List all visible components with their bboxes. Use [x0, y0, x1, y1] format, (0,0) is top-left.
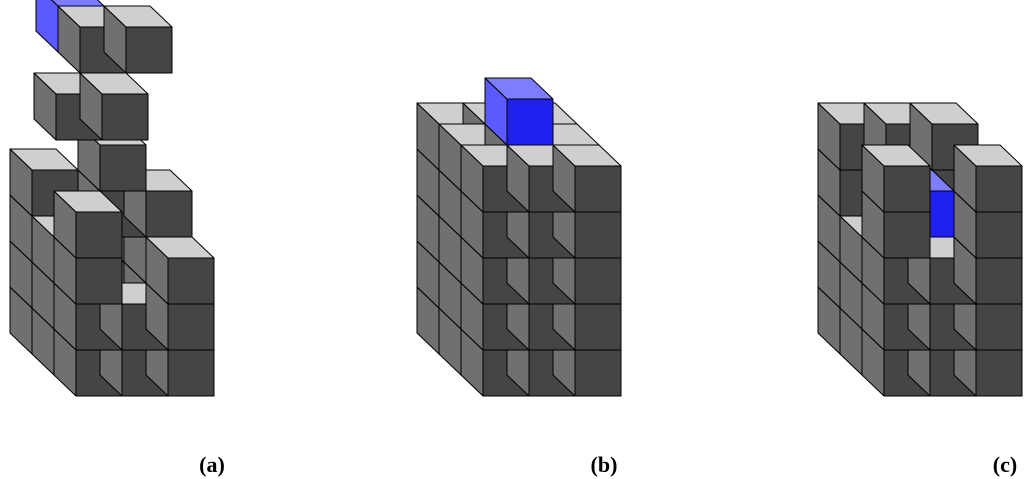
cube-front-face — [574, 211, 622, 259]
panel-c-cube-assembly — [817, 102, 1023, 397]
cube-front-face — [75, 211, 123, 259]
highlighted-cube — [484, 77, 554, 146]
cube-front-face — [101, 93, 149, 141]
cube — [53, 190, 123, 259]
cube-front-face — [883, 165, 931, 213]
cube-front-face — [883, 211, 931, 259]
cube-front-face — [574, 303, 622, 351]
panel-a-cube-assembly — [9, 0, 215, 397]
cube-front-face — [975, 165, 1023, 213]
cube-side-face — [35, 0, 59, 53]
cube-front-face — [975, 211, 1023, 259]
cube-front-face — [975, 303, 1023, 351]
cube-front-face — [506, 98, 554, 146]
cube — [145, 236, 215, 305]
cube — [79, 72, 149, 141]
cube-front-face — [167, 349, 215, 397]
cube-front-face — [167, 303, 215, 351]
cube-front-face — [975, 257, 1023, 305]
cube-front-face — [125, 26, 173, 74]
cube — [953, 144, 1023, 213]
cube-front-face — [99, 144, 147, 192]
cube-front-face — [75, 257, 123, 305]
cube-front-face — [574, 349, 622, 397]
cube-front-face — [145, 190, 193, 238]
cube — [861, 144, 931, 213]
panel-b-cube-assembly — [416, 77, 622, 397]
caption-c: (c) — [992, 452, 1018, 477]
cube — [103, 5, 173, 74]
cube-front-face — [167, 257, 215, 305]
cube-front-face — [574, 257, 622, 305]
cube — [552, 144, 622, 213]
cube-front-face — [975, 349, 1023, 397]
caption-a: (a) — [199, 452, 225, 477]
cube-front-face — [574, 165, 622, 213]
caption-b: (b) — [590, 452, 618, 477]
